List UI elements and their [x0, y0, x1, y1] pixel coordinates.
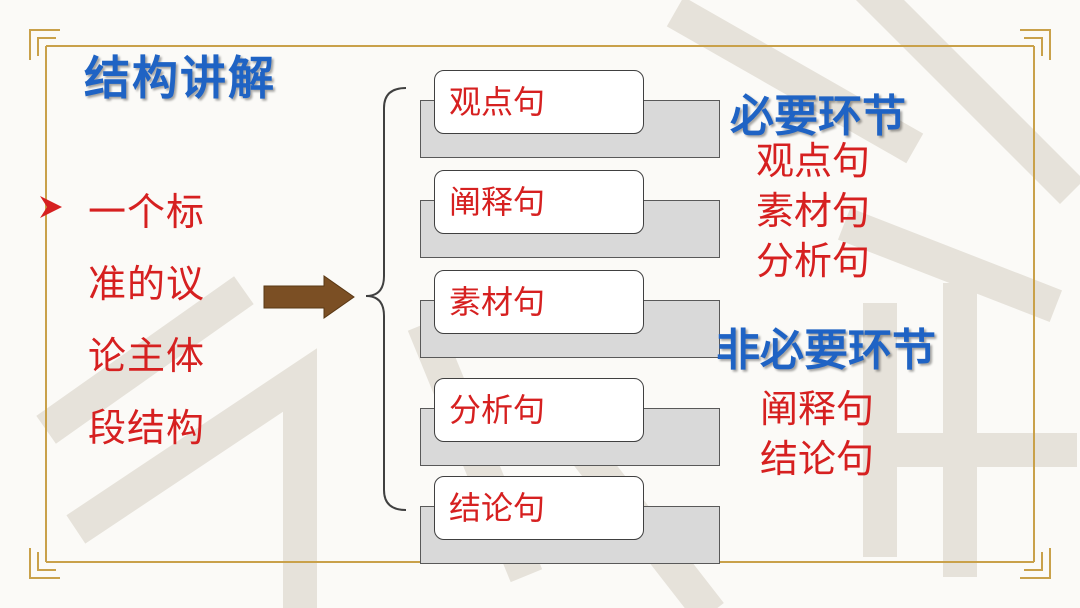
- bullet-arrow-icon: [40, 196, 62, 218]
- left-line-1: 一个标: [88, 190, 206, 234]
- left-line-3: 论主体: [88, 334, 206, 378]
- optional-item-1: 阐释句: [760, 387, 875, 431]
- sentence-block-1: 观点句: [420, 70, 720, 162]
- page-title: 结构讲解: [84, 51, 276, 105]
- right-arrow-icon: [263, 275, 355, 319]
- sentence-block-4: 分析句: [420, 378, 720, 470]
- sentence-block-5: 结论句: [420, 476, 720, 568]
- required-item-3: 分析句: [756, 239, 871, 283]
- sentence-block-3: 素材句: [420, 270, 720, 362]
- required-list: 观点句 素材句 分析句: [756, 136, 870, 286]
- required-item-2: 素材句: [756, 189, 871, 233]
- optional-heading: 非必要环节: [716, 325, 936, 376]
- sentence-block-2: 阐释句: [420, 170, 720, 262]
- left-line-2: 准的议: [88, 262, 206, 306]
- left-line-4: 段结构: [88, 406, 206, 450]
- sentence-card: 分析句: [434, 378, 644, 442]
- sentence-card: 阐释句: [434, 170, 644, 234]
- sentence-card: 观点句: [434, 70, 644, 134]
- left-description: 一个标 准的议 论主体 段结构: [88, 176, 228, 464]
- required-heading: 必要环节: [730, 91, 906, 142]
- required-item-1: 观点句: [756, 139, 871, 183]
- sentence-card: 素材句: [434, 270, 644, 334]
- optional-list: 阐释句 结论句: [760, 384, 874, 484]
- sentence-card: 结论句: [434, 476, 644, 540]
- optional-item-2: 结论句: [760, 437, 875, 481]
- left-brace: [365, 87, 407, 511]
